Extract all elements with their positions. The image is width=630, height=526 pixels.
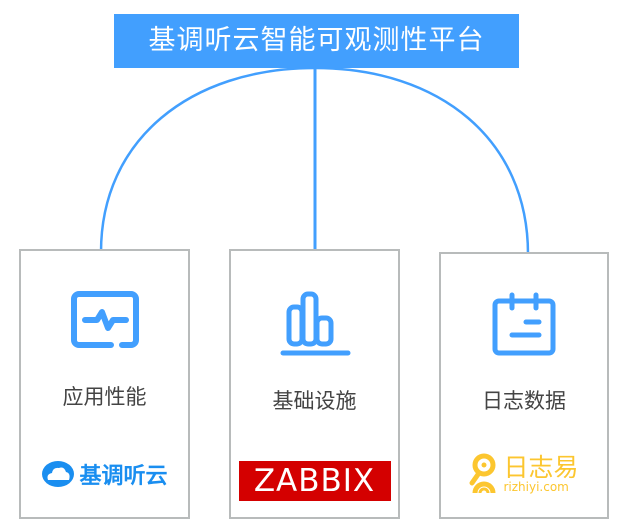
card-label: 日志数据	[482, 389, 566, 413]
bar-chart-icon	[280, 291, 350, 356]
rizhiyi-logo-text: 日志易	[503, 452, 579, 482]
calendar-note-icon	[492, 292, 556, 356]
monitor-pulse-icon	[70, 291, 139, 348]
card-log-data: 日志数据 日志易 rizhiyi.com	[439, 252, 609, 519]
zabbix-logo: ZABBIX	[231, 461, 398, 501]
card-label: 应用性能	[62, 385, 147, 409]
cloud-logo-icon	[42, 461, 75, 487]
card-application-performance: 应用性能 基调听云	[19, 249, 190, 519]
tingyun-logo: 基调听云	[21, 458, 188, 490]
magnifier-person-icon	[469, 453, 496, 494]
card-infrastructure: 基础设施 ZABBIX	[229, 249, 400, 519]
rizhiyi-logo: 日志易 rizhiyi.com	[441, 453, 607, 495]
rizhiyi-logo-url: rizhiyi.com	[503, 479, 569, 494]
tingyun-logo-text: 基调听云	[79, 464, 168, 489]
platform-title-banner: 基调听云智能可观测性平台	[114, 14, 519, 68]
card-label: 基础设施	[272, 389, 357, 413]
zabbix-logo-text: ZABBIX	[238, 461, 391, 501]
